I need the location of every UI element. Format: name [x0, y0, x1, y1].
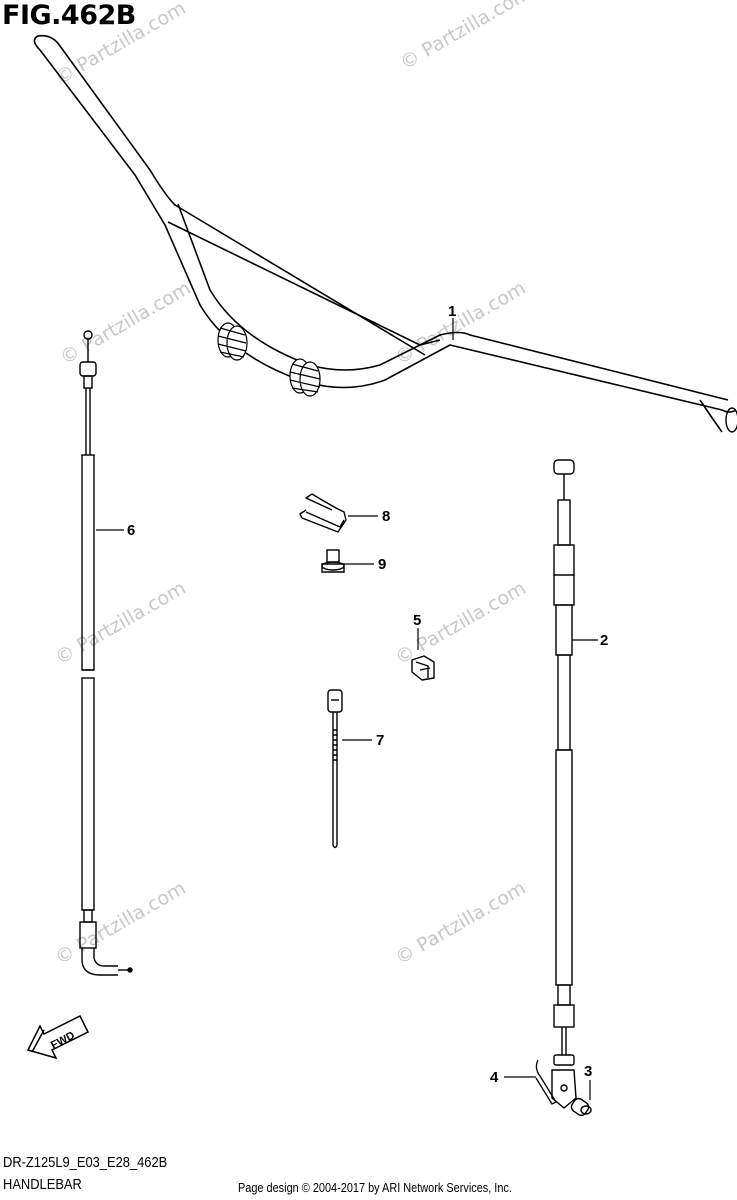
watermark: © Partzilla.com: [57, 277, 195, 369]
watermark-layer: © Partzilla.com © Partzilla.com © Partzi…: [52, 0, 535, 969]
clamp-part: [299, 493, 347, 533]
watermark: © Partzilla.com: [397, 0, 535, 74]
callout-4: 4: [490, 1069, 499, 1086]
leader-lines: [96, 318, 598, 1100]
clip-part: [411, 655, 435, 681]
left-cable-part: [79, 330, 133, 976]
watermark: © Partzilla.com: [392, 877, 530, 969]
watermark: © Partzilla.com: [392, 277, 530, 369]
pin-part: [570, 1097, 592, 1117]
handlebar-knurl: [217, 322, 321, 397]
model-code: DR-Z125L9_E03_E28_462B: [3, 1154, 168, 1171]
figure-title: FIG.462B: [2, 0, 136, 31]
forward-direction-indicator: FWD: [26, 1014, 90, 1060]
callout-3: 3: [584, 1063, 592, 1080]
callout-1: 1: [448, 303, 456, 320]
callout-2: 2: [600, 632, 608, 649]
callout-7: 7: [376, 732, 384, 749]
cotter-pin-part: [535, 1059, 557, 1105]
callout-6: 6: [127, 522, 135, 539]
handlebar-part: [33, 34, 737, 433]
watermark: © Partzilla.com: [52, 577, 190, 669]
callouts: 1 2 3 4 5 6 7 8 9: [127, 303, 608, 1086]
right-cable-part: [551, 459, 577, 1109]
callout-8: 8: [382, 508, 390, 525]
copyright-text: Page design © 2004-2017 by ARI Network S…: [238, 1180, 512, 1195]
bolt-part: [321, 549, 345, 573]
callout-5: 5: [413, 612, 421, 629]
section-name: HANDLEBAR: [3, 1176, 82, 1193]
cable-tie-part: [327, 689, 343, 849]
callout-9: 9: [378, 556, 386, 573]
watermark: © Partzilla.com: [52, 877, 190, 969]
